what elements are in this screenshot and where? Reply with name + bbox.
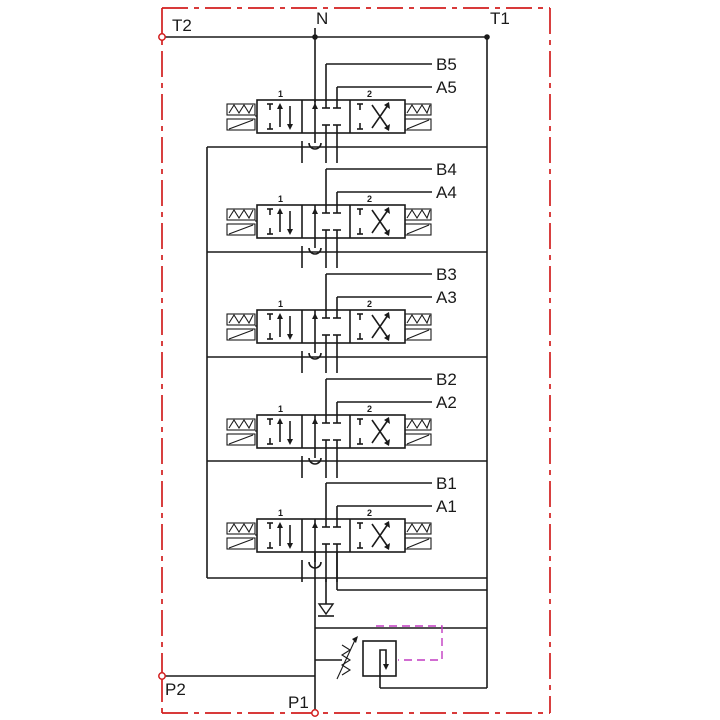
left-spring-actuator <box>226 208 257 236</box>
position-label-2: 2 <box>367 508 372 518</box>
label-p2: P2 <box>165 680 186 699</box>
position-label-1: 1 <box>278 194 283 204</box>
port-dots <box>158 33 490 717</box>
port-t1-dot <box>484 34 490 40</box>
label-port-a: A1 <box>436 497 457 516</box>
port-p1-dot <box>311 709 319 717</box>
relief-spring-adjust <box>336 639 356 680</box>
position-label-1: 1 <box>278 89 283 99</box>
label-p1: P1 <box>288 693 309 712</box>
label-port-b: B3 <box>436 265 457 284</box>
label-port-b: B2 <box>436 370 457 389</box>
left-spring-actuator <box>226 522 257 550</box>
main-lines <box>162 28 488 713</box>
right-spring-actuator <box>404 522 432 550</box>
left-spring-actuator <box>226 103 257 131</box>
position-label-2: 2 <box>367 404 372 414</box>
position-label-2: 2 <box>367 299 372 309</box>
section-frames <box>206 146 487 578</box>
relief-valve <box>315 636 397 680</box>
right-spring-actuator <box>404 313 432 341</box>
label-port-a: A5 <box>436 78 457 97</box>
port-labels: T2 N T1 P2 P1 <box>165 9 510 712</box>
position-label-2: 2 <box>367 89 372 99</box>
right-spring-actuator <box>404 208 432 236</box>
pilot-drain <box>376 625 443 661</box>
position-label-1: 1 <box>278 508 283 518</box>
position-label-1: 1 <box>278 299 283 309</box>
housing-outline <box>161 7 551 714</box>
label-port-a: A4 <box>436 183 457 202</box>
port-t2-dot <box>158 33 166 41</box>
left-spring-actuator <box>226 418 257 446</box>
position-label-2: 2 <box>367 194 372 204</box>
label-port-b: B1 <box>436 474 457 493</box>
label-n: N <box>316 9 328 28</box>
right-spring-actuator <box>404 418 432 446</box>
label-port-b: B4 <box>436 160 457 179</box>
label-t2: T2 <box>172 16 192 35</box>
label-t1: T1 <box>490 9 510 28</box>
position-label-1: 1 <box>278 404 283 414</box>
label-port-a: A2 <box>436 393 457 412</box>
check-valve <box>317 603 335 617</box>
left-spring-actuator <box>226 313 257 341</box>
label-port-b: B5 <box>436 55 457 74</box>
right-spring-actuator <box>404 103 432 131</box>
label-port-a: A3 <box>436 288 457 307</box>
port-n-dot <box>312 34 318 40</box>
port-p2-dot <box>158 672 166 680</box>
